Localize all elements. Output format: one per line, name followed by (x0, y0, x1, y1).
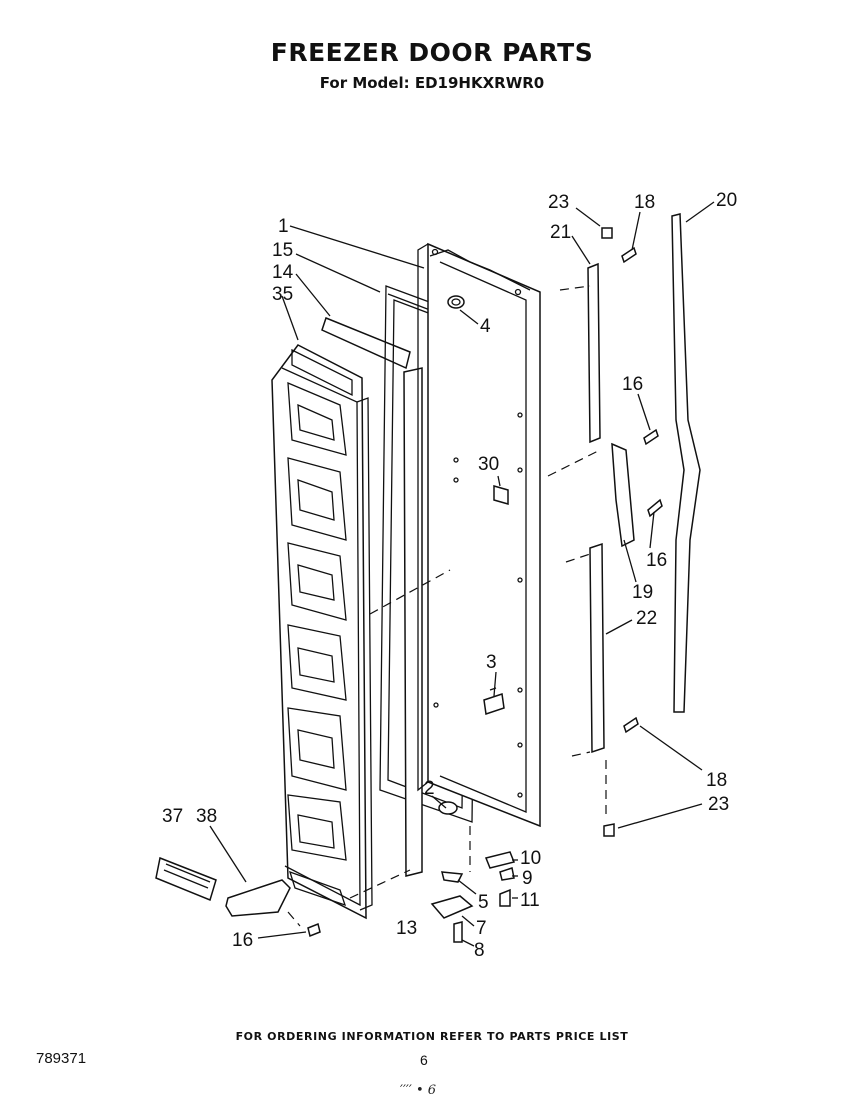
screw-18-upper (621, 246, 637, 264)
callout-5: 5 (478, 892, 489, 913)
callout-2: 2 (424, 778, 435, 799)
door-liner-part (271, 344, 373, 920)
callout-23-top: 23 (548, 192, 569, 213)
screw-8 (453, 921, 463, 943)
callout-18-bottom: 18 (706, 770, 727, 791)
ordering-note: FOR ORDERING INFORMATION REFER TO PARTS … (235, 1030, 629, 1043)
handle-bracket-part (611, 442, 635, 548)
page-title: FREEZER DOOR PARTS (270, 38, 594, 67)
hinge-7 (430, 895, 474, 919)
bracket-part-3 (483, 687, 505, 715)
callout-14: 14 (272, 262, 294, 283)
screw-18-lower (623, 716, 639, 734)
callout-18-top: 18 (634, 192, 655, 213)
callout-3: 3 (486, 652, 497, 673)
callout-4: 4 (480, 316, 491, 337)
callout-10: 10 (520, 848, 541, 869)
screw-16-upper (643, 428, 659, 446)
screw-11 (499, 888, 511, 907)
bracket-part-30 (493, 485, 509, 505)
document-code: 789371 (36, 1050, 87, 1067)
plug-part-2 (438, 801, 458, 815)
callout-23-bottom: 23 (708, 794, 729, 815)
callout-13: 13 (396, 918, 417, 939)
clip-23-upper (601, 227, 613, 239)
callout-1: 1 (278, 216, 289, 237)
plug-part-4 (447, 295, 465, 309)
callout-8: 8 (474, 940, 485, 961)
callout-15: 15 (272, 240, 293, 261)
model-subtitle: For Model: ED19HKXRWR0 (319, 74, 545, 92)
callout-20: 20 (716, 190, 737, 211)
callout-21: 21 (550, 222, 571, 243)
callout-37: 37 (162, 806, 183, 827)
screw-16-middle (647, 498, 663, 518)
callout-7: 7 (476, 918, 487, 939)
callout-11: 11 (520, 890, 540, 911)
callout-16-upper: 16 (622, 374, 643, 395)
callout-30: 30 (478, 454, 499, 475)
page-number: 6 (420, 1052, 428, 1068)
hinge-bracket-10 (484, 851, 516, 869)
clip-23-lower (603, 823, 615, 837)
handle-strip-upper-part (587, 262, 601, 444)
callout-19: 19 (632, 582, 653, 603)
bushing-5 (441, 871, 464, 883)
trim-strip-part (321, 317, 411, 370)
screw-16-lower (307, 922, 321, 938)
vertical-strip-part (403, 367, 423, 877)
callout-35: 35 (272, 284, 293, 305)
handle-strip-lower-part (589, 542, 605, 754)
callout-9: 9 (522, 868, 533, 889)
callout-16-lower: 16 (232, 930, 253, 951)
callout-22: 22 (636, 608, 657, 629)
handwritten-note: ′′′′ • 6 (400, 1083, 437, 1098)
kick-plate-part (225, 879, 291, 917)
callout-16-middle: 16 (646, 550, 667, 571)
outer-door-panel-part (417, 242, 541, 828)
spacer-9 (499, 867, 515, 881)
door-handle-part (671, 213, 701, 713)
callout-38: 38 (196, 806, 217, 827)
